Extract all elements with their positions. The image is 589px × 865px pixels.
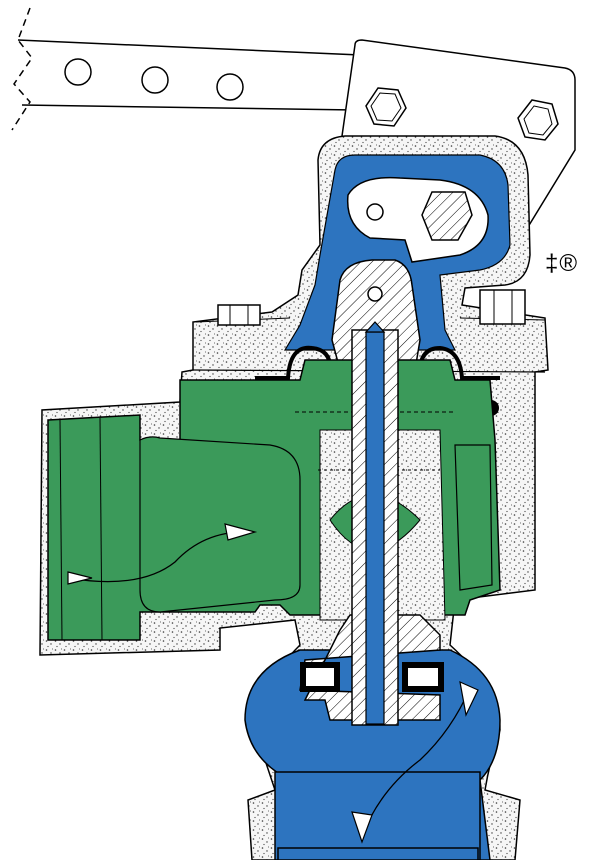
lever-hole-3: [216, 73, 244, 101]
cap-bolt-right: [479, 289, 526, 325]
seat-assembly: [299, 614, 444, 721]
cam-assembly: [346, 176, 489, 263]
valve-stem: [351, 321, 399, 726]
outlet-port: [274, 771, 481, 861]
pin-circle-icon: [367, 286, 383, 302]
pin-circle-icon: [366, 203, 384, 221]
registered-mark-annotation: ‡®: [545, 250, 579, 277]
lever-hole-1: [64, 58, 92, 86]
lever-arm: [11, 7, 361, 131]
lever-hole-2: [141, 66, 169, 94]
flow-arrow-icon: [351, 680, 479, 844]
cam-shaft: [421, 191, 473, 241]
cap-bolt-left: [217, 304, 261, 326]
flow-arrow-icon: [67, 523, 258, 585]
